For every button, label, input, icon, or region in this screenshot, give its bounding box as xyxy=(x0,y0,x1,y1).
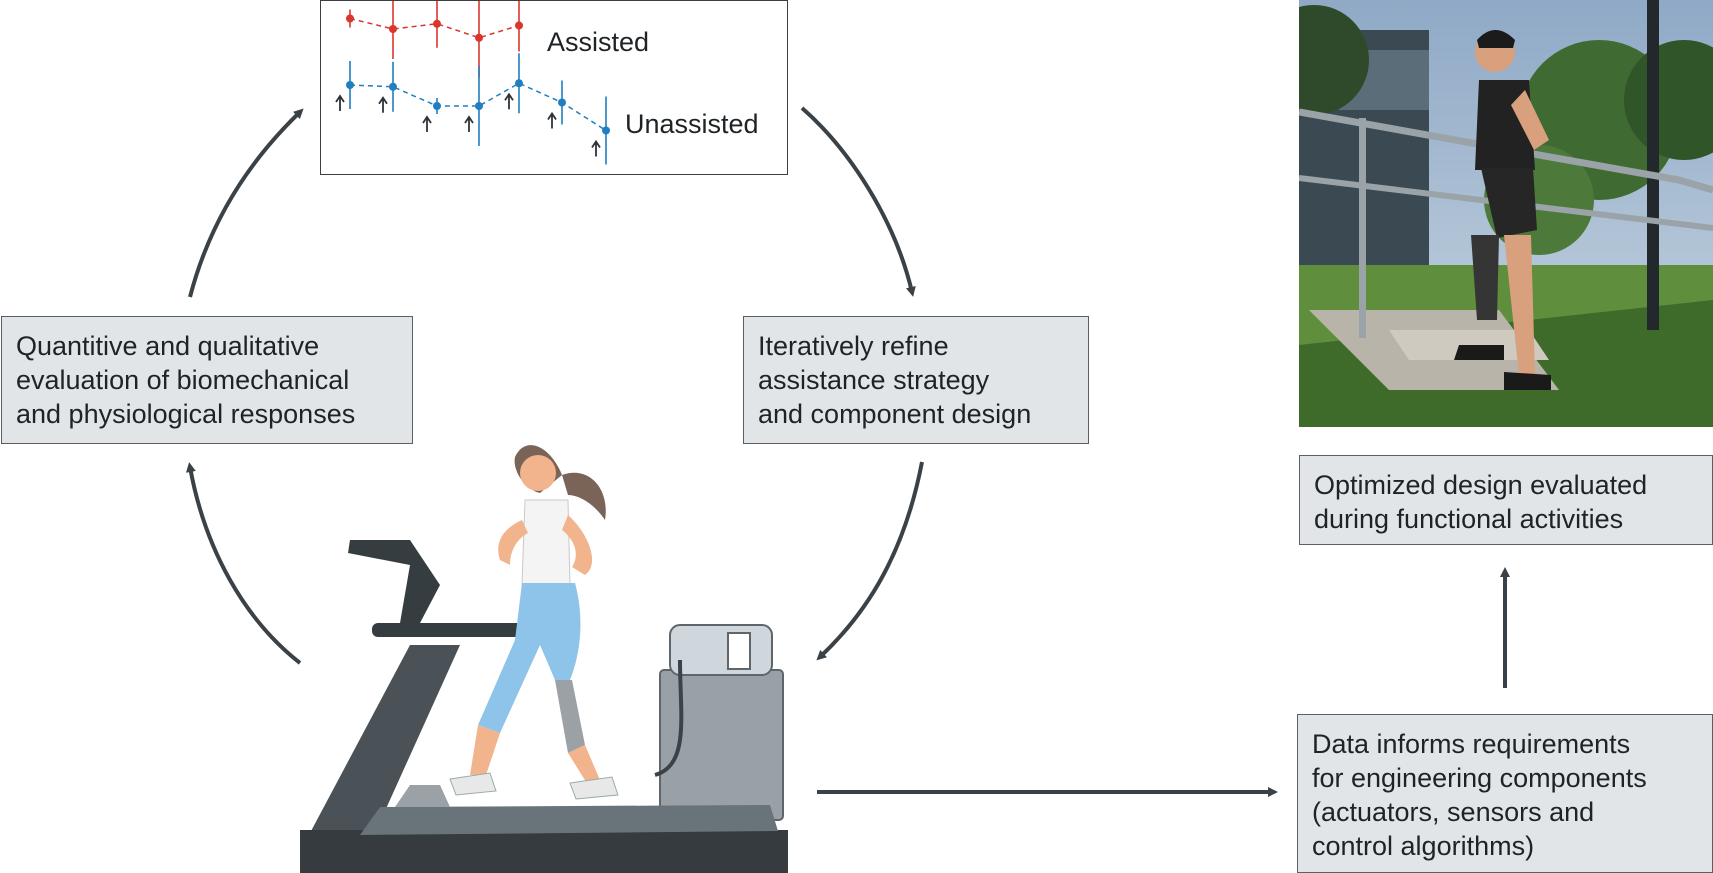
data-point xyxy=(515,21,523,30)
step-arrow-icon xyxy=(464,115,474,132)
data-requirements-box: Data informs requirements for engineerin… xyxy=(1297,714,1713,873)
data-point xyxy=(433,102,441,110)
series-line-assisted xyxy=(349,17,520,39)
arrow-chart-to-refine xyxy=(800,106,916,297)
step-arrow-icon xyxy=(422,115,432,132)
data-point xyxy=(346,81,354,89)
step-arrow-icon xyxy=(378,96,388,113)
step-arrow-icon xyxy=(547,111,557,129)
data-line: control algorithms) xyxy=(1312,831,1535,861)
exoskeleton-stairs-photo xyxy=(1299,0,1713,427)
treadmill-frame xyxy=(310,645,460,833)
data-point xyxy=(433,19,441,28)
data-point xyxy=(389,25,397,33)
data-point xyxy=(558,98,566,107)
evaluation-line: and physiological responses xyxy=(16,399,356,429)
data-line: for engineering components xyxy=(1312,763,1647,793)
data-point xyxy=(389,82,397,91)
data-line: Data informs requirements xyxy=(1312,729,1631,759)
optimized-line: during functional activities xyxy=(1314,504,1624,534)
evaluation-line: Quantitive and qualitative xyxy=(16,331,320,361)
arrow-refine-to-treadmill xyxy=(816,461,924,661)
refine-line: Iteratively refine xyxy=(758,331,949,361)
chart-plot xyxy=(335,1,610,165)
refine-box: Iteratively refine assistance strategy a… xyxy=(743,316,1089,444)
metabolic-chart-panel: Assisted Unassisted xyxy=(320,0,788,175)
data-point xyxy=(515,79,523,88)
treadmill-runner-illustration xyxy=(300,445,788,873)
data-point xyxy=(475,33,483,42)
legend-label-unassisted: Unassisted xyxy=(625,109,759,139)
arrow-eval-to-chart xyxy=(188,108,304,298)
refine-line: assistance strategy xyxy=(758,365,990,395)
step-arrow-icon xyxy=(591,139,601,157)
optimized-design-box: Optimized design evaluated during functi… xyxy=(1299,455,1713,545)
arrow-treadmill-to-eval xyxy=(185,462,302,665)
step-arrow-icon xyxy=(504,92,514,110)
data-point xyxy=(602,126,610,135)
step-arrow-icon xyxy=(335,94,345,111)
optimized-line: Optimized design evaluated xyxy=(1314,470,1648,500)
evaluation-line: evaluation of biomechanical xyxy=(16,365,350,395)
evaluation-box: Quantitive and qualitative evaluation of… xyxy=(1,316,413,444)
legend-label-assisted: Assisted xyxy=(547,27,650,57)
data-line: (actuators, sensors and xyxy=(1312,797,1595,827)
data-point xyxy=(346,14,354,23)
data-point xyxy=(475,102,483,110)
refine-line: and component design xyxy=(758,399,1032,429)
